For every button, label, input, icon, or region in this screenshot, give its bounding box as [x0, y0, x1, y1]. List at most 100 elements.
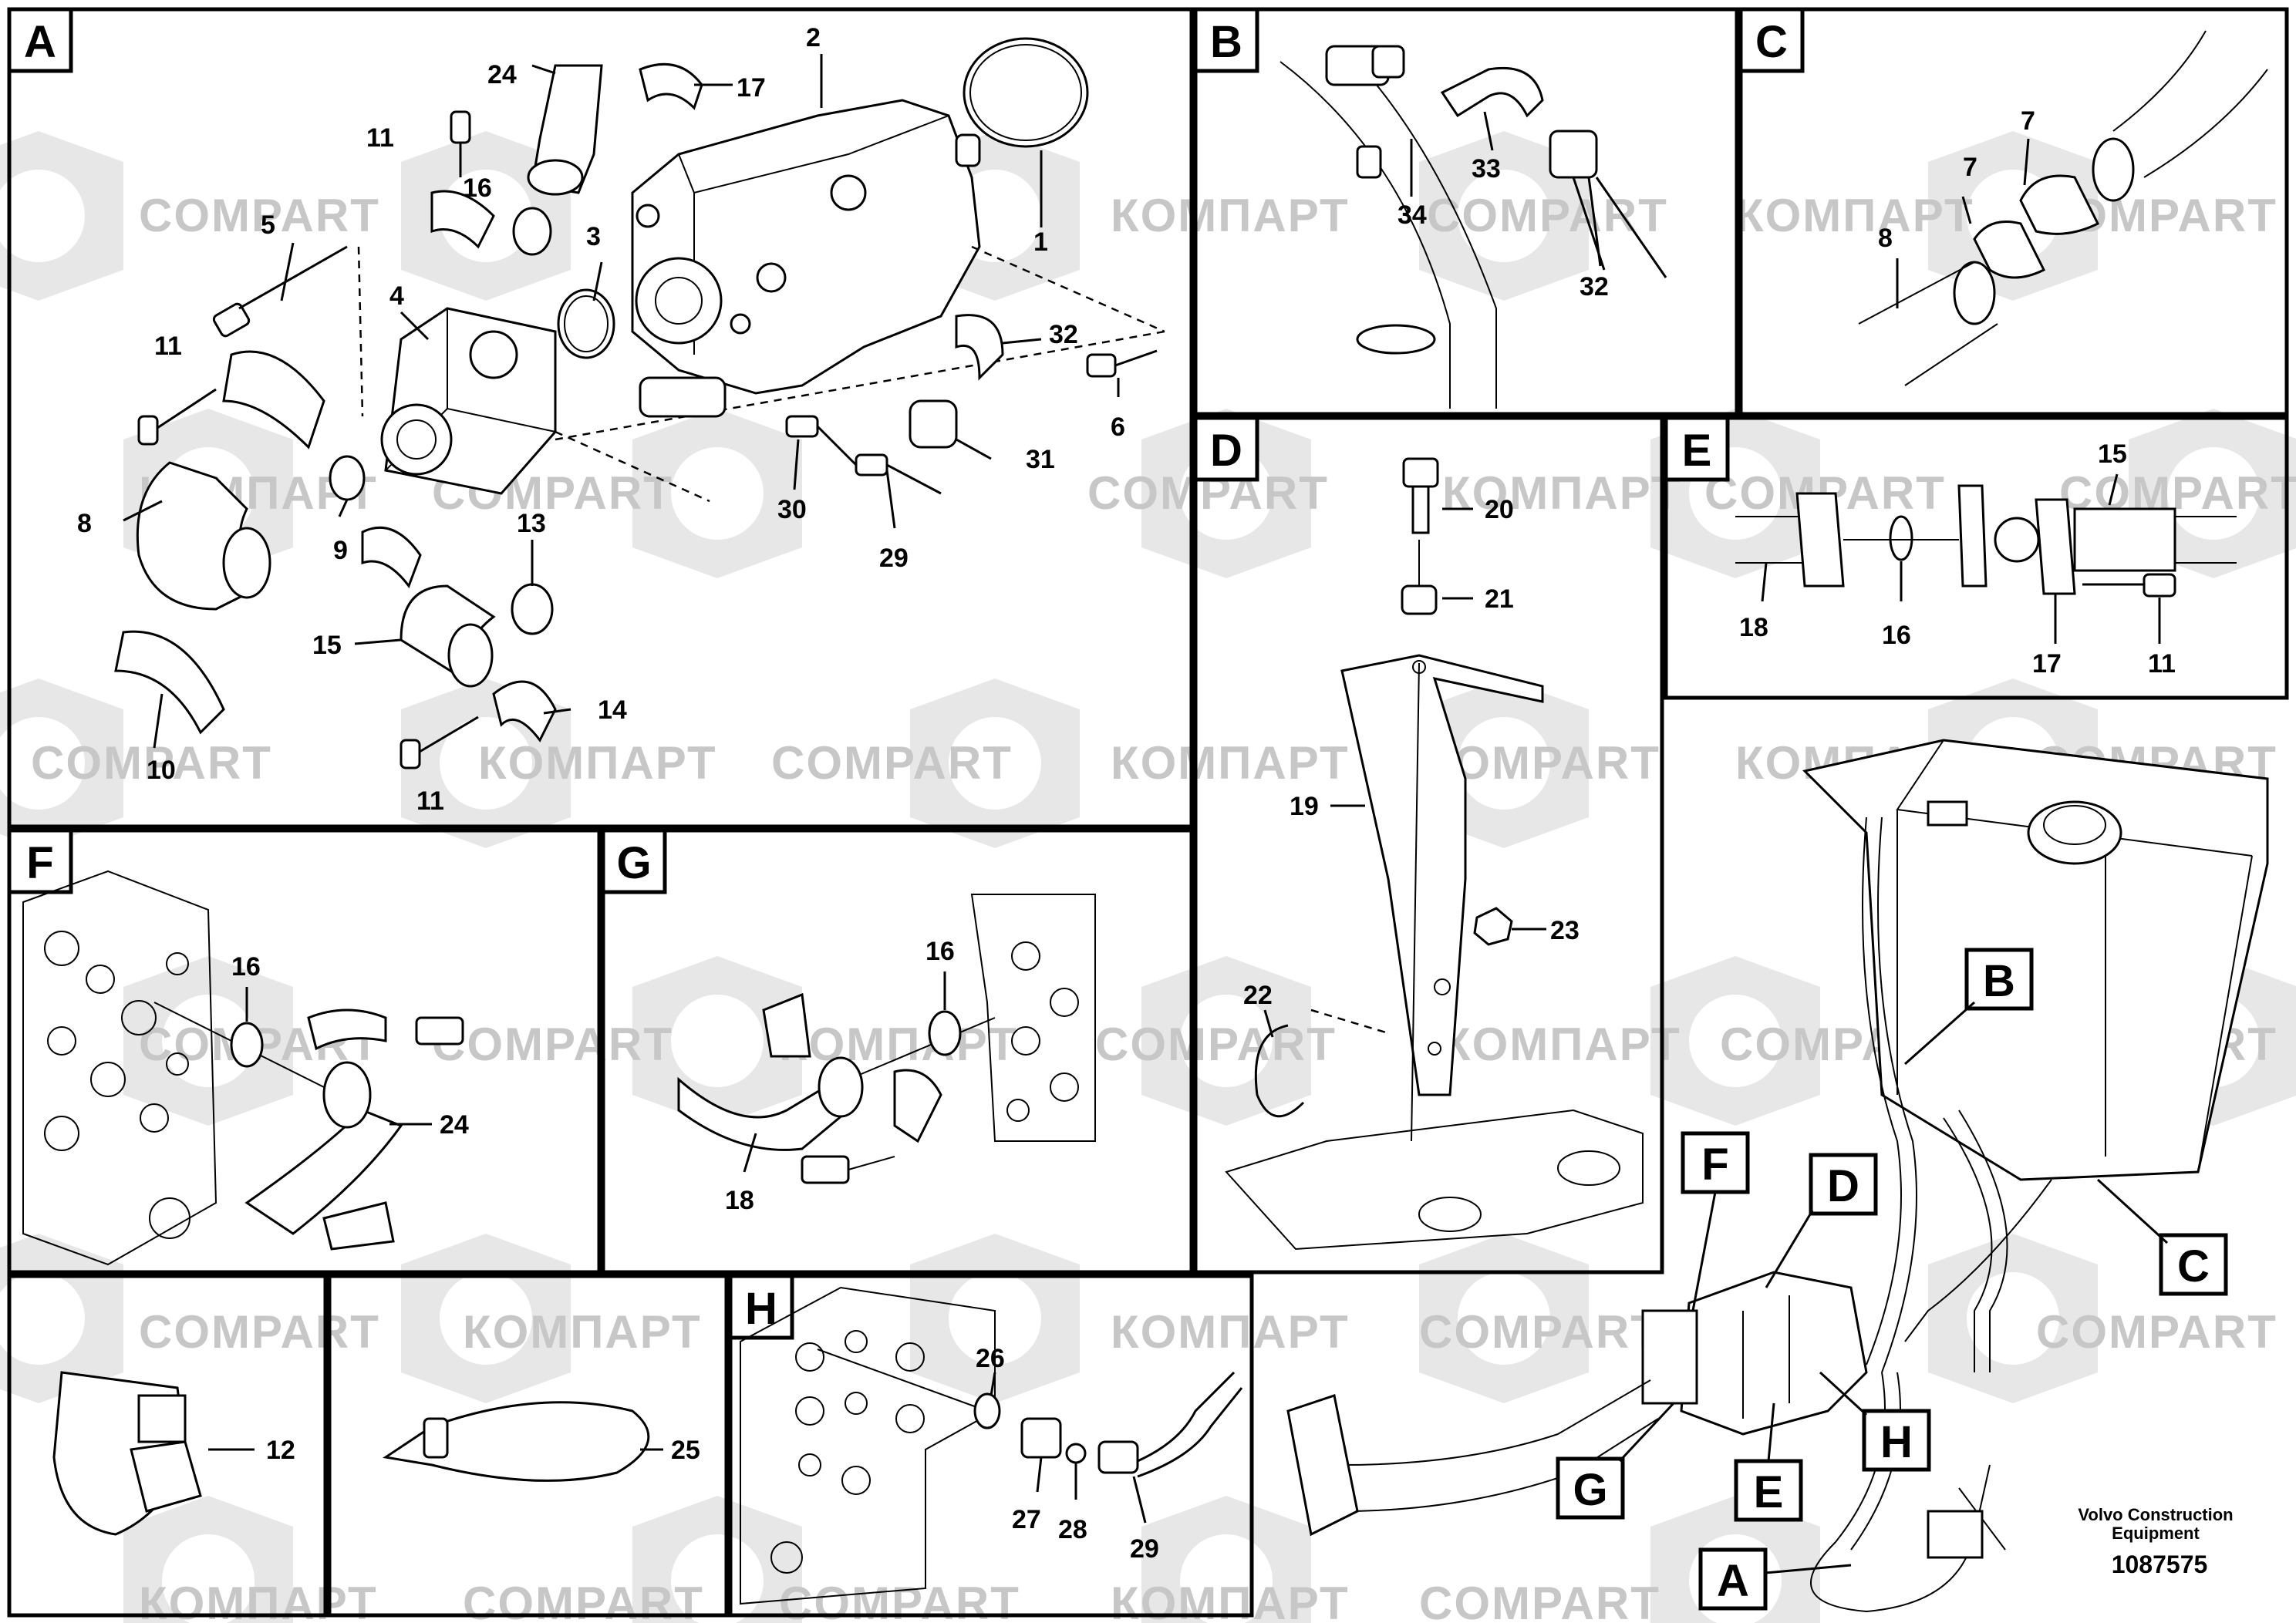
svg-text:16: 16: [463, 173, 492, 203]
panel-f: F 16 24: [7, 828, 469, 1266]
svg-text:A: A: [1717, 1556, 1749, 1606]
svg-text:11: 11: [154, 332, 182, 361]
svg-text:12: 12: [266, 1436, 295, 1465]
svg-text:7: 7: [1963, 153, 1977, 182]
watermark-text: COMPART: [1419, 1578, 1660, 1623]
svg-text:25: 25: [671, 1436, 700, 1465]
svg-text:11: 11: [2148, 649, 2176, 678]
panel-e-tag: E: [1682, 426, 1712, 476]
svg-text:30: 30: [777, 495, 807, 524]
panel-h: H 26 27 28 29: [728, 1274, 1243, 1605]
svg-text:3: 3: [586, 222, 601, 251]
watermarks: COMPART КОМПАРТ КОМПАРТ COMPART COMPART …: [0, 131, 2296, 1623]
watermark-text: КОМПАРТ: [1442, 1019, 1681, 1070]
o-ring-9: [329, 455, 366, 501]
watermark-text: COMPART: [1427, 190, 1668, 241]
svg-text:29: 29: [879, 544, 909, 573]
svg-text:33: 33: [1472, 154, 1501, 184]
hose-18: [677, 1076, 851, 1151]
o-ring-26: [973, 1392, 1001, 1429]
watermark-text: КОМПАРТ: [779, 1019, 1018, 1070]
tag-c: C: [2096, 1178, 2228, 1296]
panel-12: 12: [52, 1371, 295, 1536]
drawing-number: 1087575: [2112, 1551, 2208, 1578]
panel-a: A: [7, 7, 1165, 816]
svg-text:34: 34: [1397, 200, 1427, 230]
pump-assembly: [1680, 1271, 1868, 1436]
svg-text:10: 10: [147, 756, 176, 785]
svg-text:16: 16: [925, 937, 955, 966]
svg-text:6: 6: [1111, 412, 1125, 442]
svg-text:14: 14: [598, 695, 627, 725]
panel-frames: [7, 7, 2289, 1618]
svg-text:4: 4: [389, 281, 404, 311]
panel-d: D 20 21 19 22 23: [1193, 416, 1644, 1251]
panel-a-tag: A: [24, 17, 56, 67]
watermark-text: КОМПАРТ: [1735, 190, 1974, 241]
svg-text:E: E: [1754, 1467, 1784, 1517]
watermark-text: КОМПАРТ: [1111, 190, 1350, 241]
svg-text:19: 19: [1290, 792, 1319, 821]
watermark-text: COMPART: [2036, 1306, 2277, 1358]
flange-clamp: [762, 992, 811, 1058]
panel-b-tag: B: [1210, 17, 1242, 67]
o-ring-16: [928, 1010, 962, 1056]
clamp-17: [639, 62, 703, 110]
bracket-19: [1340, 654, 1544, 1096]
hose-15: [2073, 507, 2176, 572]
svg-text:32: 32: [1049, 320, 1078, 349]
elbow-33: [1440, 66, 1544, 118]
svg-text:27: 27: [1012, 1505, 1041, 1534]
svg-text:23: 23: [1550, 916, 1580, 945]
panel-c-tag: C: [1755, 17, 1788, 67]
solenoid: [639, 376, 727, 418]
watermark-text: КОМПАРТ: [1111, 1306, 1350, 1358]
hose-8: [1858, 261, 1998, 386]
watermark-text: COMPART: [139, 190, 380, 241]
panel-c: C 7 7 8: [1738, 7, 2268, 386]
svg-text:22: 22: [1243, 981, 1273, 1010]
cable-tie-25: [383, 1401, 650, 1482]
svg-text:16: 16: [231, 952, 261, 982]
svg-text:20: 20: [1485, 495, 1514, 524]
svg-text:29: 29: [1130, 1534, 1159, 1564]
bolt: [450, 110, 471, 177]
o-ring-16: [512, 207, 552, 256]
watermark-text: COMPART: [31, 737, 272, 789]
adapter-27: [1020, 1417, 1062, 1459]
tag-d: D: [1765, 1153, 1878, 1288]
svg-text:16: 16: [1882, 621, 1911, 650]
panel-b: B 33 34 32: [1193, 7, 1667, 409]
svg-text:C: C: [2177, 1241, 2210, 1291]
publisher-line-1: Volvo Construction: [2078, 1505, 2233, 1524]
watermark-text: COMPART: [1095, 1019, 1337, 1070]
o-ring-16: [230, 1022, 264, 1068]
watermark-text: КОМПАРТ: [463, 1306, 702, 1358]
tag-a: A: [1698, 1547, 1852, 1611]
panel-25: 25: [383, 1401, 700, 1482]
o-ring-3: [557, 288, 615, 359]
overview-machine: [1286, 739, 2269, 1613]
svg-text:F: F: [1701, 1140, 1728, 1190]
svg-text:9: 9: [333, 536, 348, 565]
elbow-32: [955, 314, 1004, 381]
hose-29: [1137, 1371, 1236, 1463]
svg-text:21: 21: [1485, 584, 1514, 614]
svg-text:G: G: [1573, 1465, 1607, 1515]
svg-text:15: 15: [2098, 439, 2127, 469]
svg-text:31: 31: [1026, 445, 1055, 474]
clamp-10: [114, 630, 225, 735]
watermark-text: КОМПАРТ: [1111, 737, 1350, 789]
svg-text:2: 2: [806, 23, 821, 52]
panel-e: E 18 16 17 11 15: [1664, 416, 2237, 678]
elbow-fitting-31: [909, 399, 958, 449]
svg-text:24: 24: [487, 60, 517, 89]
flange-18: [1795, 492, 1845, 588]
svg-text:18: 18: [1739, 613, 1768, 642]
svg-text:1: 1: [1033, 227, 1048, 257]
svg-text:11: 11: [366, 123, 394, 153]
svg-text:D: D: [1827, 1161, 1859, 1211]
hose-24: [244, 1109, 403, 1235]
svg-text:15: 15: [312, 631, 342, 660]
